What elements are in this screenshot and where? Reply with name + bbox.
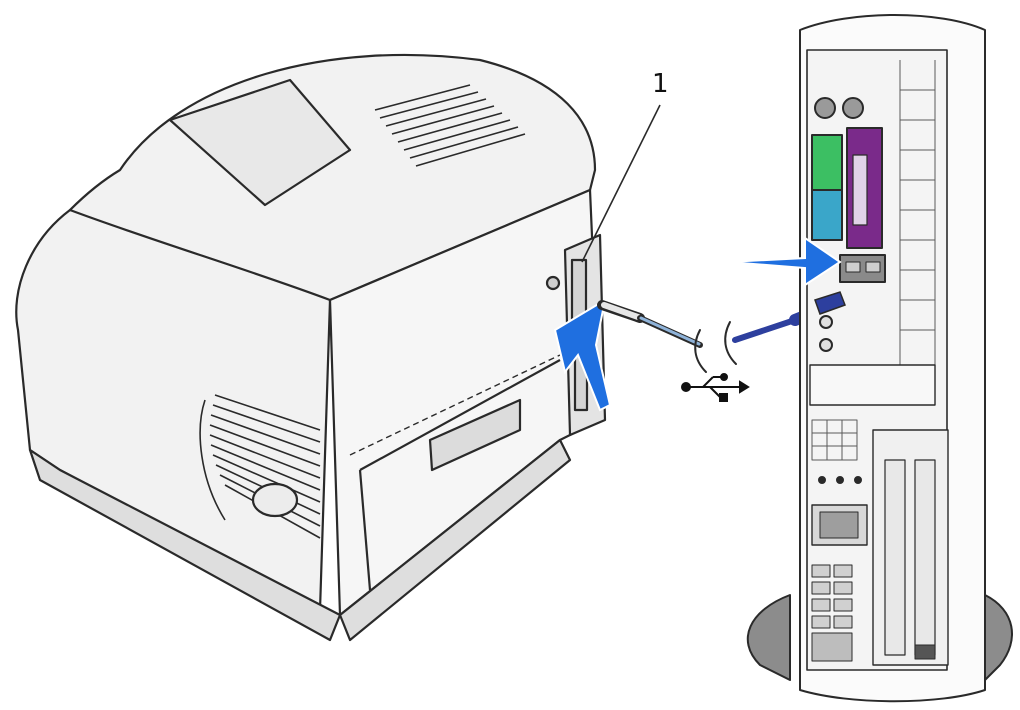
top-vent-grille	[374, 84, 526, 167]
computer-tower-icon	[746, 14, 1013, 703]
callout-1: 1	[581, 69, 669, 263]
callout-number: 1	[652, 69, 669, 99]
insertion-arrow-icon	[727, 236, 842, 287]
laser-printer-icon	[15, 53, 607, 642]
usb-cable	[597, 300, 836, 373]
usb-plug-computer-end	[814, 291, 846, 315]
usb-symbol-icon	[681, 373, 750, 402]
